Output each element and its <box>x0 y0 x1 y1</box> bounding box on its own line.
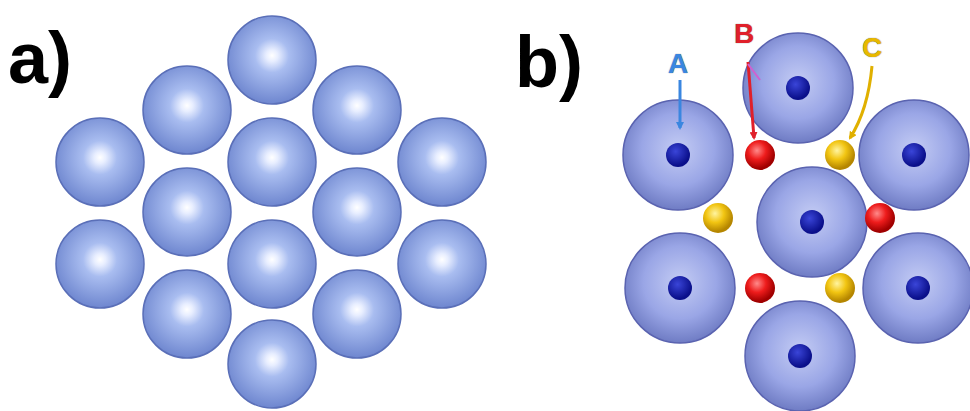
large-sphere <box>625 233 735 343</box>
sphere <box>313 270 401 358</box>
site-c-sphere <box>703 203 733 233</box>
sphere <box>313 66 401 154</box>
site-c-sphere <box>825 273 855 303</box>
site-a-dot <box>902 143 926 167</box>
large-sphere <box>743 33 853 143</box>
site-b-sphere <box>745 140 775 170</box>
panel-label: b) <box>515 26 583 98</box>
sphere <box>228 16 316 104</box>
panel-label: a) <box>8 22 72 94</box>
sphere <box>398 220 486 308</box>
sphere <box>143 270 231 358</box>
large-sphere <box>745 301 855 411</box>
sphere <box>56 220 144 308</box>
sphere <box>143 168 231 256</box>
leader-arrows <box>680 62 872 138</box>
large-sphere <box>863 233 970 343</box>
sphere <box>313 168 401 256</box>
interstitial-sites <box>623 33 970 411</box>
sphere <box>228 220 316 308</box>
close-packed-layer <box>56 16 486 408</box>
site-b-sphere <box>865 203 895 233</box>
sphere <box>56 118 144 206</box>
large-sphere <box>623 100 733 210</box>
sphere <box>228 320 316 408</box>
site-a-dot <box>666 143 690 167</box>
site-label: B <box>734 20 754 48</box>
large-sphere <box>757 167 867 277</box>
site-a-dot <box>906 276 930 300</box>
site-label: A <box>668 50 688 78</box>
site-label: C <box>862 34 882 62</box>
sphere <box>398 118 486 206</box>
site-b-sphere <box>745 273 775 303</box>
sphere <box>228 118 316 206</box>
site-a-dot <box>786 76 810 100</box>
site-a-dot <box>668 276 692 300</box>
sphere <box>143 66 231 154</box>
site-a-dot <box>788 344 812 368</box>
site-a-dot <box>800 210 824 234</box>
site-c-sphere <box>825 140 855 170</box>
large-sphere <box>859 100 969 210</box>
